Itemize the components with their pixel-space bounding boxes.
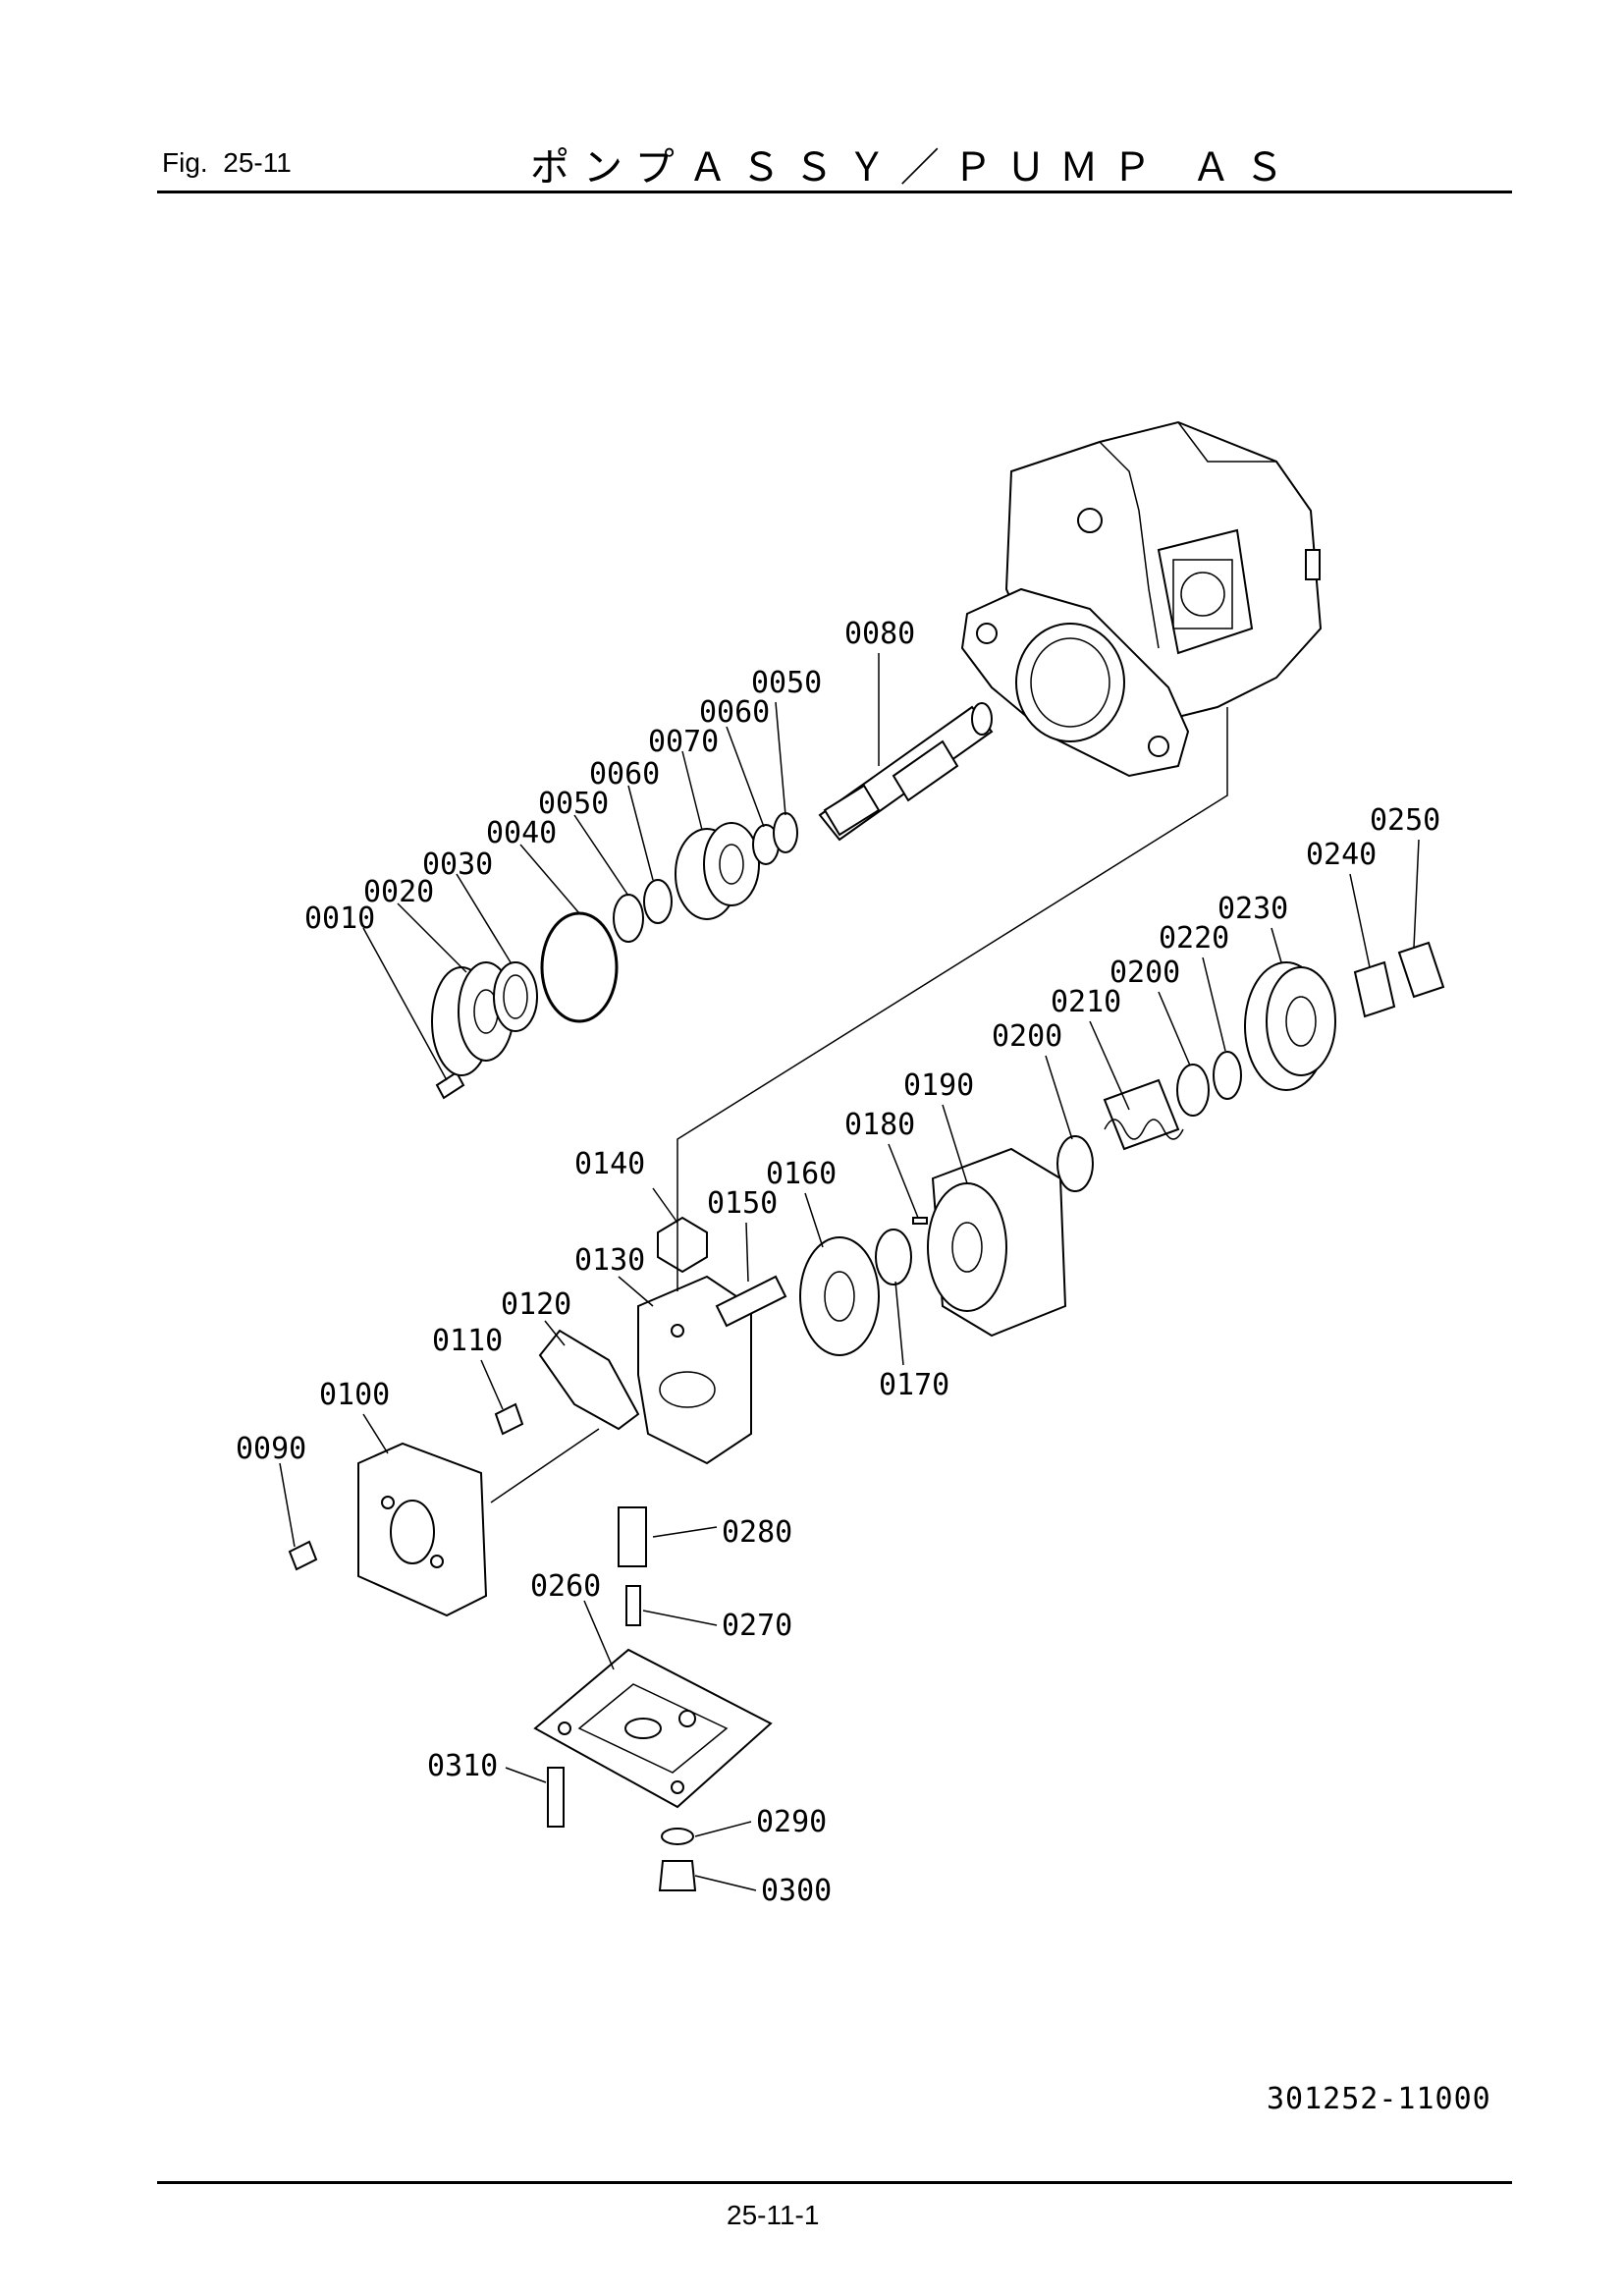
bottom-cover-group — [533, 1506, 773, 1891]
assembly-lines — [490, 707, 1228, 1503]
part-label: 0270 — [722, 1609, 792, 1643]
part-labels: 0010 0020 0030 0040 0050 0060 0070 0060 … — [236, 617, 1440, 1908]
page-number: 25-11-1 — [727, 2200, 820, 2230]
figure-number: Fig. 25-11 — [162, 147, 292, 179]
part-label: 0050 — [538, 787, 609, 821]
part-label: 0230 — [1217, 892, 1288, 926]
part-label: 0220 — [1159, 921, 1229, 956]
part-label: 0060 — [699, 695, 770, 730]
footer-rule — [157, 2181, 1512, 2184]
part-label: 0130 — [574, 1243, 645, 1278]
swash-plate-group — [288, 941, 1445, 1617]
drawing-number: 301252-11000 — [1267, 2082, 1491, 2116]
part-label: 0240 — [1306, 838, 1377, 872]
part-label: 0150 — [707, 1186, 778, 1221]
leader-lines — [279, 653, 1420, 1891]
figure-label: Fig. — [162, 147, 208, 178]
part-label: 0050 — [751, 666, 822, 700]
page-title: ポンプＡＳＳＹ／ＰＵＭＰ ＡＳ — [530, 145, 1298, 191]
part-label: 0060 — [589, 757, 660, 792]
shaft — [818, 702, 994, 842]
part-label: 0300 — [761, 1874, 832, 1908]
part-label: 0100 — [319, 1378, 390, 1412]
part-label: 0260 — [530, 1569, 601, 1604]
part-label: 0020 — [363, 875, 434, 909]
part-label: 0190 — [903, 1068, 974, 1103]
part-label: 0310 — [427, 1749, 498, 1783]
part-label: 0140 — [574, 1147, 645, 1181]
part-label: 0030 — [422, 847, 493, 882]
part-label: 0200 — [992, 1019, 1062, 1054]
part-label: 0080 — [844, 617, 915, 651]
part-label: 0070 — [648, 725, 719, 759]
part-label: 0120 — [501, 1287, 571, 1322]
figure-id: 25-11 — [223, 147, 292, 178]
part-label: 0160 — [766, 1157, 837, 1191]
pump-housing — [960, 420, 1323, 778]
part-label: 0090 — [236, 1432, 306, 1466]
part-label: 0040 — [486, 816, 557, 850]
front-parts — [431, 812, 798, 1100]
part-label: 0180 — [844, 1108, 915, 1142]
part-label: 0170 — [879, 1368, 949, 1402]
part-label: 0010 — [304, 902, 375, 936]
part-label: 0280 — [722, 1515, 792, 1550]
part-label: 0290 — [756, 1805, 827, 1839]
header-rule — [157, 191, 1512, 193]
part-label: 0110 — [432, 1324, 503, 1358]
part-label: 0200 — [1109, 956, 1180, 990]
part-label: 0250 — [1370, 803, 1440, 838]
part-label: 0210 — [1051, 985, 1121, 1019]
